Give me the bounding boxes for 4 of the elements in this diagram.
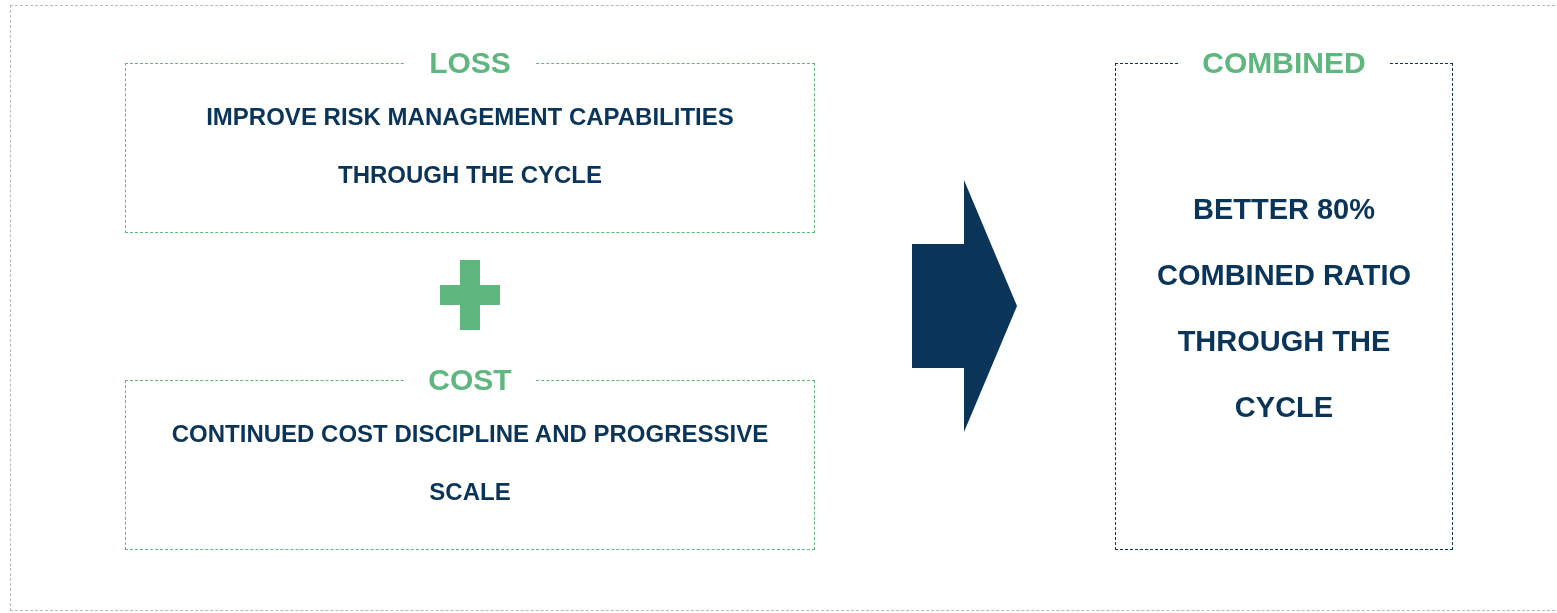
block-arrow bbox=[912, 180, 1017, 432]
box-text: IMPROVE RISK MANAGEMENT CAPABILITIES THROUGH THE CYCLE bbox=[206, 103, 734, 188]
box-text: CONTINUED COST DISCIPLINE AND PROGRESSIVE SCALE bbox=[171, 420, 769, 505]
box-text: BETTER 80% COMBINED RATIO THROUGH THE CYCLE bbox=[1157, 193, 1411, 423]
